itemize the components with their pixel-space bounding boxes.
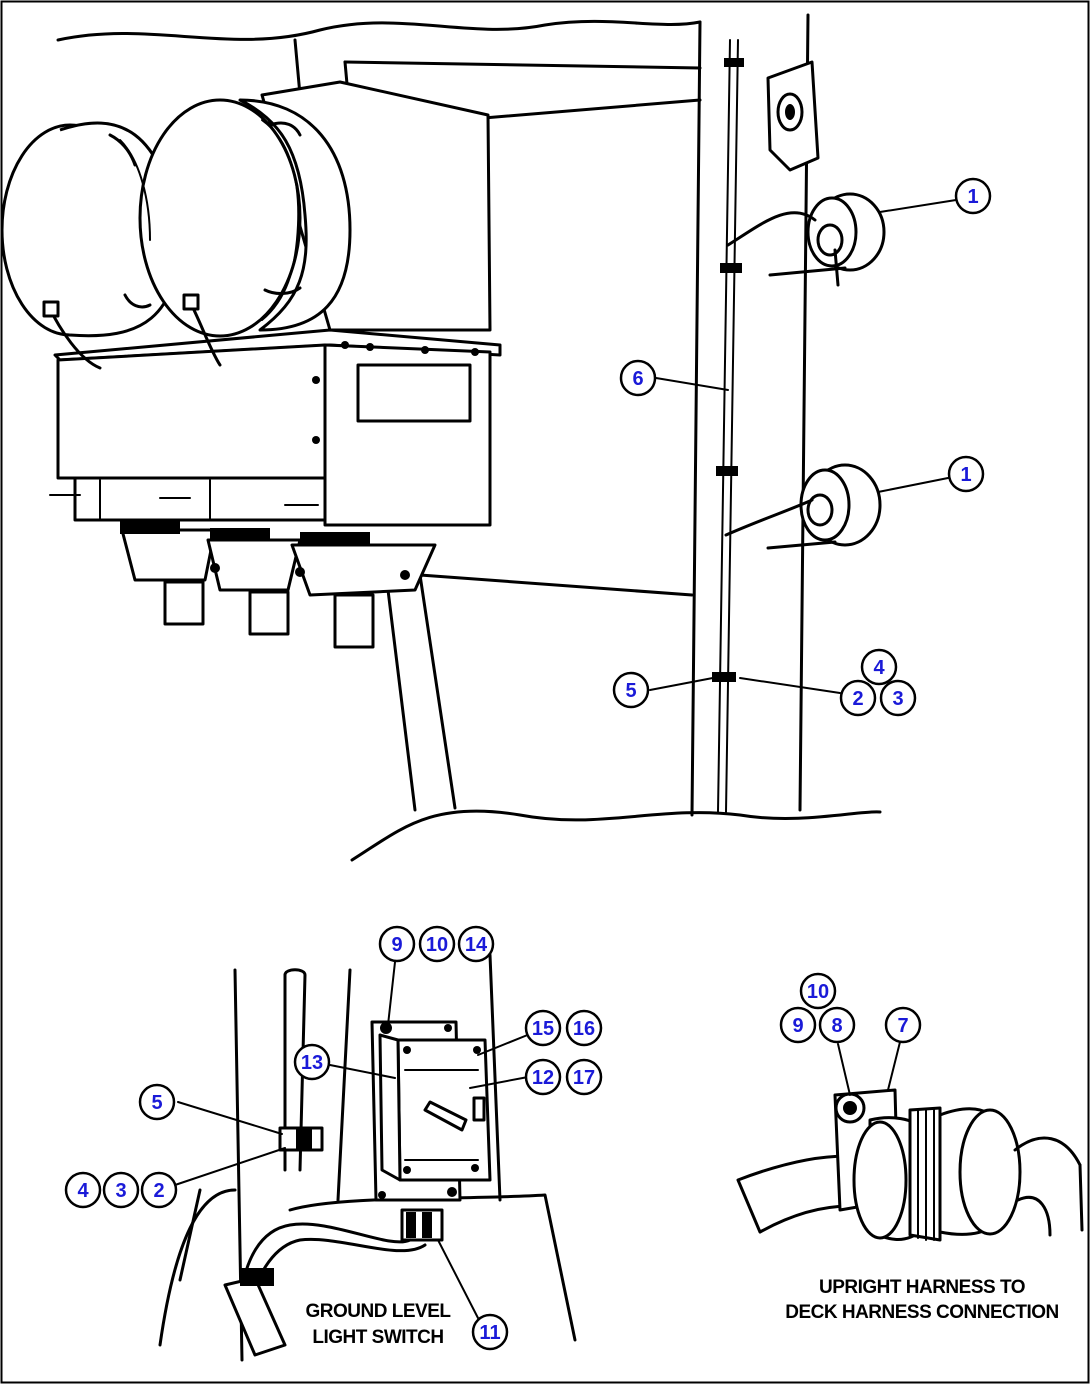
top-break-line	[56, 19, 702, 42]
svg-text:10: 10	[426, 934, 448, 956]
callout-switch-12: 12	[524, 1058, 562, 1096]
svg-text:1: 1	[960, 464, 971, 486]
harness-caption-line-2: DECK HARNESS CONNECTION	[785, 1302, 1059, 1323]
callout-switch-14: 14	[457, 925, 495, 963]
callout-switch-9: 9	[378, 925, 416, 963]
callout-switch-10: 10	[418, 925, 456, 963]
switch-detail	[158, 953, 577, 1362]
mast-lamp-lower	[724, 463, 882, 550]
upright-mast	[690, 13, 820, 817]
callout-switch-5: 5	[138, 1083, 176, 1121]
callout-switch-3: 3	[102, 1171, 140, 1209]
callout-main-3: 3	[879, 679, 917, 717]
callout-harness-9: 9	[779, 1006, 817, 1044]
svg-text:9: 9	[391, 934, 402, 956]
harness-detail	[736, 1041, 1084, 1242]
callout-switch-4: 4	[64, 1171, 102, 1209]
svg-text:16: 16	[573, 1018, 595, 1040]
callout-harness-8: 8	[818, 1006, 856, 1044]
callout-switch-15: 15	[524, 1009, 562, 1047]
callout-main-1-lower: 1	[947, 455, 985, 493]
work-lamps	[0, 98, 352, 370]
callout-main-4: 4	[860, 648, 898, 686]
svg-text:5: 5	[625, 680, 636, 702]
svg-text:7: 7	[897, 1015, 908, 1037]
svg-text:1: 1	[967, 186, 978, 208]
svg-text:12: 12	[532, 1067, 554, 1089]
callout-harness-7: 7	[884, 1006, 922, 1044]
svg-text:4: 4	[873, 657, 885, 679]
main-view	[0, 13, 957, 862]
svg-text:17: 17	[573, 1067, 595, 1089]
base-break-line	[350, 809, 882, 862]
callout-switch-11: 11	[471, 1313, 509, 1351]
main-leader-lines	[649, 199, 957, 694]
callout-main-5: 5	[612, 671, 650, 709]
lower-beacons	[120, 520, 437, 649]
callout-main-1-upper: 1	[954, 177, 992, 215]
svg-text:8: 8	[831, 1015, 842, 1037]
svg-text:10: 10	[807, 981, 829, 1003]
svg-text:15: 15	[532, 1018, 554, 1040]
svg-text:2: 2	[153, 1180, 164, 1202]
callout-main-2: 2	[839, 679, 877, 717]
mast-lamp-upper	[726, 192, 886, 287]
switch-caption-line-1: GROUND LEVEL	[306, 1301, 452, 1322]
callout-switch-17: 17	[565, 1058, 603, 1096]
svg-text:13: 13	[301, 1052, 323, 1074]
svg-text:9: 9	[792, 1015, 803, 1037]
switch-caption-line-2: LIGHT SWITCH	[312, 1327, 443, 1348]
callout-switch-13: 13	[293, 1043, 331, 1081]
svg-text:11: 11	[479, 1322, 500, 1344]
callout-switch-2: 2	[140, 1171, 178, 1209]
callout-harness-10: 10	[799, 972, 837, 1010]
harness-caption-line-1: UPRIGHT HARNESS TO	[819, 1277, 1025, 1298]
callout-main-6: 6	[619, 359, 657, 397]
svg-text:14: 14	[465, 934, 488, 956]
svg-text:3: 3	[115, 1180, 126, 1202]
svg-text:5: 5	[151, 1092, 162, 1114]
svg-text:6: 6	[632, 368, 643, 390]
svg-text:2: 2	[852, 688, 863, 710]
callout-switch-16: 16	[565, 1009, 603, 1047]
svg-text:3: 3	[892, 688, 903, 710]
svg-text:4: 4	[77, 1180, 89, 1202]
